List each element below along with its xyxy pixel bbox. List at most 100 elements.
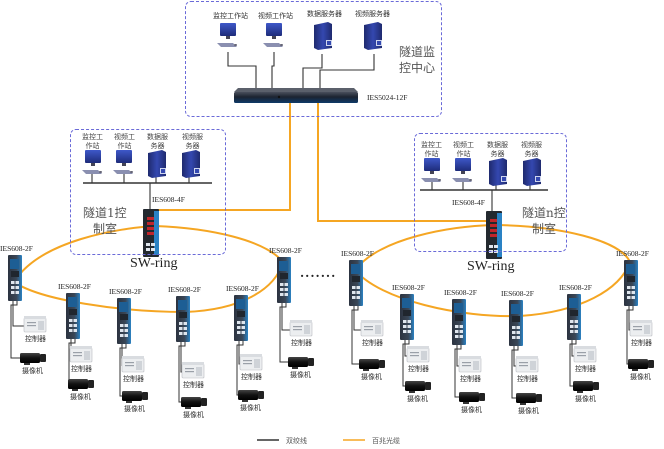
camera-label: 摄像机 xyxy=(240,404,261,412)
camera-link xyxy=(119,344,127,397)
field-switch-icon[interactable] xyxy=(567,294,581,340)
controller-icon xyxy=(289,319,313,337)
controller-label: 控制器 xyxy=(291,339,312,347)
camera-link xyxy=(10,301,20,359)
controller-icon xyxy=(23,315,47,333)
controller-link xyxy=(12,301,24,327)
field-switch-model-label: IES608-2F xyxy=(226,284,259,293)
room1-device-label: 数据服务器 xyxy=(147,133,168,151)
camera-label: 摄像机 xyxy=(124,405,145,413)
field-switch-icon[interactable] xyxy=(8,255,22,301)
label-line: 作站 xyxy=(456,149,471,158)
roomn-device-label: 视频工作站 xyxy=(453,141,474,159)
controller-label: 控制器 xyxy=(460,375,481,383)
room1-device-label: 视频服务器 xyxy=(182,133,203,151)
controller-link xyxy=(353,306,361,331)
room1-title: 隧道1控 制室 xyxy=(83,205,127,237)
ring-label-right: SW-ring xyxy=(467,259,515,274)
field-switch-icon[interactable] xyxy=(400,294,414,340)
label-line: 视频工 xyxy=(114,133,135,141)
controller-link xyxy=(513,346,516,367)
field-switch-model-label: IES608-2F xyxy=(559,283,592,292)
controller-icon xyxy=(629,319,653,337)
controller-icon xyxy=(239,353,263,371)
camera-icon xyxy=(20,353,46,365)
camera-label: 摄像机 xyxy=(407,395,428,403)
controller-label: 控制器 xyxy=(575,365,596,373)
field-switch-model-label: IES608-2F xyxy=(0,244,33,253)
camera-label: 摄像机 xyxy=(70,393,91,401)
label-line: 务器 xyxy=(150,141,165,150)
camera-icon xyxy=(288,357,314,369)
monitoring-center-box xyxy=(185,1,442,117)
field-switch-icon[interactable] xyxy=(349,260,363,306)
controller-label: 控制器 xyxy=(123,375,144,383)
center-device-label: 视频服务器 xyxy=(355,10,390,18)
controller-icon xyxy=(573,345,597,363)
field-switch-model-label: IES608-2F xyxy=(341,249,374,258)
more-tunnels-ellipsis: ······· xyxy=(300,269,337,283)
camera-icon xyxy=(181,397,207,409)
camera-label: 摄像机 xyxy=(22,367,43,375)
camera-link xyxy=(236,341,244,396)
camera-label: 摄像机 xyxy=(290,371,311,379)
label-line: 作站 xyxy=(117,141,132,150)
center-title-line1: 隧道监 xyxy=(399,45,436,59)
field-switch-icon[interactable] xyxy=(176,296,190,342)
roomn-device-label: 数据服务器 xyxy=(487,141,508,159)
label-line: 监控工 xyxy=(421,141,442,149)
camera-icon xyxy=(122,391,148,403)
core-switch-icon[interactable] xyxy=(234,88,358,103)
field-switch-icon[interactable] xyxy=(452,299,466,345)
controller-label: 控制器 xyxy=(408,365,429,373)
camera-label: 摄像机 xyxy=(575,395,596,403)
controller-label: 控制器 xyxy=(362,339,383,347)
camera-link xyxy=(626,306,634,365)
controller-icon xyxy=(121,355,145,373)
roomn-title-line1: 隧道n控 xyxy=(522,206,566,220)
roomn-switch-model-label: IES608-4F xyxy=(452,198,485,207)
camera-link xyxy=(454,345,462,398)
label-line: 视频工 xyxy=(453,141,474,149)
camera-link xyxy=(402,340,410,387)
field-switch-icon[interactable] xyxy=(509,300,523,346)
camera-link xyxy=(178,342,186,403)
controller-icon xyxy=(406,345,430,363)
roomn-device-label: 视频服务器 xyxy=(521,141,542,159)
camera-icon xyxy=(516,393,542,405)
control-room-1-box xyxy=(70,129,226,255)
legend-fiber-label: 百兆光缆 xyxy=(372,437,400,445)
field-switch-icon[interactable] xyxy=(234,295,248,341)
roomn-device-label: 监控工作站 xyxy=(421,141,442,159)
camera-icon xyxy=(68,379,94,391)
center-title-line2: 控中心 xyxy=(399,61,436,76)
controller-link xyxy=(571,340,574,357)
core-switch-model-label: IES5024-12F xyxy=(367,93,408,102)
camera-link xyxy=(569,340,577,387)
camera-icon xyxy=(405,381,431,393)
camera-label: 摄像机 xyxy=(461,406,482,414)
center-title: 隧道监 控中心 xyxy=(399,44,435,76)
ring-label-left: SW-ring xyxy=(130,256,178,271)
camera-icon xyxy=(359,359,385,371)
room1-device-label: 视频工作站 xyxy=(114,133,135,151)
label-line: 务器 xyxy=(185,141,200,150)
controller-icon xyxy=(69,345,93,363)
camera-icon xyxy=(628,359,654,371)
camera-label: 摄像机 xyxy=(630,373,651,381)
label-line: 务器 xyxy=(524,149,539,158)
field-switch-icon[interactable] xyxy=(624,260,638,306)
field-switch-model-label: IES608-2F xyxy=(444,288,477,297)
controller-link xyxy=(238,341,240,365)
field-switch-icon[interactable] xyxy=(66,293,80,339)
camera-link xyxy=(511,346,519,399)
field-drops xyxy=(10,301,634,403)
field-switch-model-label: IES608-2F xyxy=(109,287,142,296)
controller-icon xyxy=(515,355,539,373)
camera-icon xyxy=(459,392,485,404)
field-switch-model-label: IES608-2F xyxy=(269,246,302,255)
field-switch-icon[interactable] xyxy=(277,257,291,303)
field-switch-icon[interactable] xyxy=(117,298,131,344)
center-device-label: 数据服务器 xyxy=(307,10,342,18)
controller-icon xyxy=(181,361,205,379)
